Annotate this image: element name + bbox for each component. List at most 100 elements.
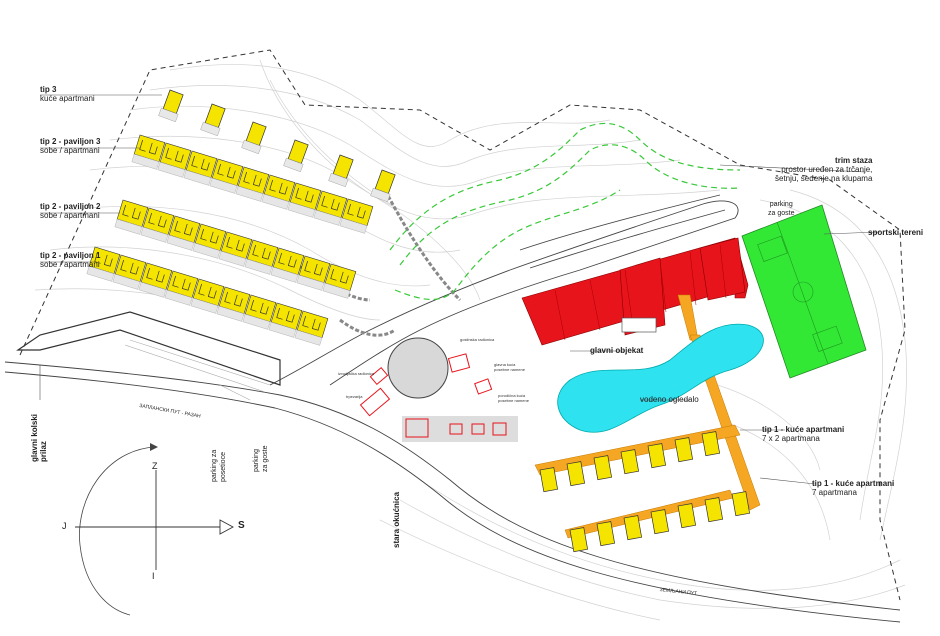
tip3-house bbox=[328, 154, 354, 188]
tip1-house bbox=[620, 449, 640, 475]
pavilion-unit bbox=[339, 198, 374, 234]
tip1-house bbox=[539, 467, 559, 493]
pavilion-unit-plan bbox=[198, 283, 217, 299]
pavilion-unit-shadow bbox=[164, 289, 193, 306]
pavilion-unit-shadow bbox=[209, 177, 238, 194]
pavilion-unit-plan bbox=[217, 163, 236, 179]
tip3-house-shadow bbox=[241, 139, 262, 155]
label-small-a: gostinska radionica bbox=[460, 337, 495, 342]
label-water-mirror: vodeno ogledalo bbox=[640, 395, 699, 404]
pavilion-unit-plan bbox=[304, 260, 323, 276]
pavilion-unit bbox=[138, 262, 173, 298]
pavilion-unit bbox=[190, 278, 225, 314]
tip1-house bbox=[701, 431, 721, 457]
tip1-house bbox=[593, 455, 613, 481]
label-sports-fields: sportski tereni bbox=[868, 228, 924, 237]
label-small-d: izvodjačka radionica bbox=[338, 371, 375, 376]
pavilion-unit-shadow bbox=[140, 226, 169, 243]
pavilion-unit bbox=[294, 310, 329, 346]
pavilion-unit-plan bbox=[120, 259, 139, 275]
trim-trail bbox=[389, 122, 741, 301]
pavilion-unit bbox=[192, 223, 227, 259]
pavilion-unit-shadow bbox=[131, 153, 160, 170]
site-boundary bbox=[19, 49, 906, 601]
pavilion-unit bbox=[183, 150, 218, 186]
pavilion-unit bbox=[114, 199, 149, 235]
pavilion-unit-shadow bbox=[294, 329, 323, 346]
pavilion-unit-plan bbox=[278, 252, 297, 268]
pavilion-unit bbox=[86, 246, 121, 282]
tip1-house bbox=[647, 443, 667, 469]
pavilion-unit-shadow bbox=[183, 169, 212, 186]
tip3-houses bbox=[158, 89, 396, 203]
pavilion-unit bbox=[296, 255, 331, 291]
pavilion-unit-shadow bbox=[218, 250, 247, 267]
pavilion-unit bbox=[322, 263, 357, 299]
pavilion-unit-plan bbox=[252, 244, 271, 260]
compass-east: S bbox=[238, 520, 245, 531]
pavilion-unit-plan bbox=[200, 228, 219, 244]
pavilion-unit bbox=[287, 182, 322, 218]
pavilion-unit bbox=[209, 158, 244, 194]
homestead-yard bbox=[402, 416, 518, 442]
main-building-annex bbox=[621, 317, 657, 333]
pavilion-unit bbox=[131, 134, 166, 170]
old-homestead bbox=[359, 353, 493, 417]
pavilion-unit-shadow bbox=[322, 282, 351, 299]
sports-field bbox=[741, 204, 867, 379]
pavilion-unit-shadow bbox=[313, 209, 342, 226]
compass-west: J bbox=[62, 521, 67, 531]
pavilion-unit-plan bbox=[191, 155, 210, 171]
pavilion-unit bbox=[140, 207, 175, 243]
tip1-house bbox=[731, 491, 751, 517]
pavilion-unit-plan bbox=[269, 179, 288, 195]
pavilion-unit-shadow bbox=[112, 273, 141, 290]
homestead-buildings bbox=[405, 418, 507, 438]
pavilion-unit-plan bbox=[250, 299, 269, 315]
pavilion-unit-shadow bbox=[270, 266, 299, 283]
pavilion-unit bbox=[268, 302, 303, 338]
pavilion-unit-plan bbox=[295, 187, 314, 203]
pavilion-unit bbox=[164, 270, 199, 306]
tip3-house-shadow bbox=[370, 187, 391, 203]
tip1-house bbox=[566, 461, 586, 487]
compass-south: I bbox=[152, 571, 155, 581]
pavilion-unit-shadow bbox=[166, 234, 195, 251]
pavilion-unit bbox=[218, 231, 253, 267]
leader-lines bbox=[39, 94, 881, 485]
tip3-house-shadow bbox=[200, 121, 221, 137]
tip3-house bbox=[283, 139, 309, 173]
pavilions bbox=[86, 134, 374, 346]
pavilion-unit-shadow bbox=[192, 242, 221, 259]
pavilion-unit-shadow bbox=[190, 297, 219, 314]
pavilion-unit-plan bbox=[226, 236, 245, 252]
parking-stalls bbox=[124, 339, 271, 401]
pavilion-unit-shadow bbox=[86, 265, 115, 282]
tip1-house bbox=[677, 503, 697, 529]
pavilion-unit bbox=[242, 294, 277, 330]
pavilion-unit-shadow bbox=[261, 193, 290, 210]
tip3-house bbox=[200, 103, 226, 137]
pavilion-unit bbox=[216, 286, 251, 322]
tip3-house-shadow bbox=[328, 172, 349, 188]
main-building-lines bbox=[554, 244, 727, 341]
parking-lot bbox=[16, 311, 281, 386]
pavilion-unit bbox=[112, 254, 147, 290]
label-small-e: trpezarija bbox=[346, 394, 363, 399]
label-old-homestead: stara okućnica bbox=[392, 491, 401, 548]
pavilion-unit-shadow bbox=[216, 305, 245, 322]
pavilion-unit-shadow bbox=[244, 258, 273, 275]
pavilion-unit-shadow bbox=[157, 161, 186, 178]
tip1-house bbox=[569, 527, 589, 553]
pavilion-unit-plan bbox=[174, 220, 193, 236]
label-main-building: glavni objekat bbox=[590, 346, 644, 355]
tip1-house bbox=[704, 497, 724, 523]
